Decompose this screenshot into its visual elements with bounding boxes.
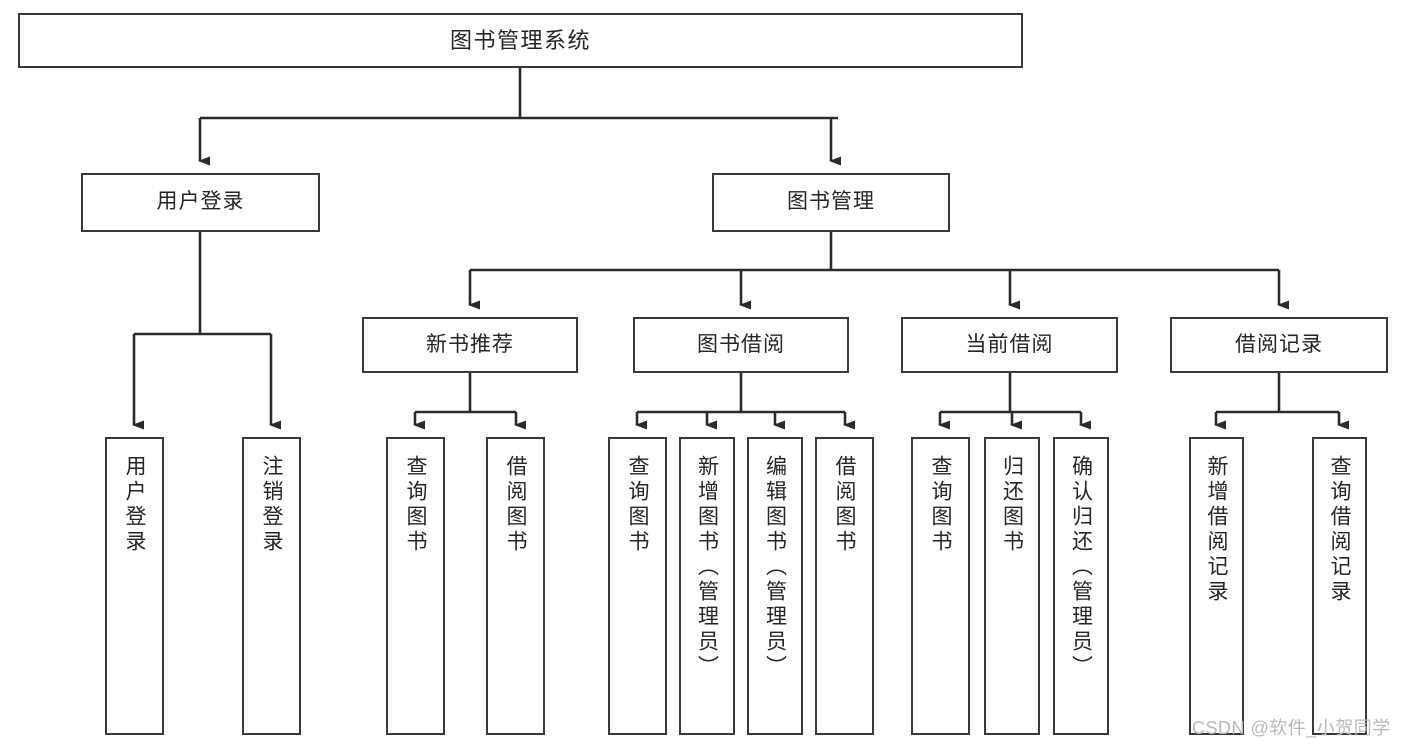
node-borrow-record[interactable]: 借阅记录 (1170, 317, 1388, 373)
node-leaf-borrow-book-1[interactable]: 借阅图书 (486, 437, 545, 735)
node-leaf-query-book-1-label: 查询图书 (404, 455, 427, 555)
node-leaf-user-logout[interactable]: 注销登录 (242, 437, 301, 735)
node-leaf-borrow-book-2-label: 借阅图书 (833, 455, 856, 555)
node-user-login-label: 用户登录 (156, 190, 245, 214)
node-leaf-query-record[interactable]: 查询借阅记录 (1312, 437, 1367, 735)
node-leaf-query-book-3-label: 查询图书 (929, 455, 952, 555)
node-current-borrow-label: 当前借阅 (965, 332, 1054, 356)
node-current-borrow[interactable]: 当前借阅 (901, 317, 1118, 373)
node-borrow-record-label: 借阅记录 (1235, 332, 1323, 356)
node-book-borrow-label: 图书借阅 (697, 332, 785, 356)
node-leaf-confirm-return-label: 确认归还（管理员） (1069, 455, 1093, 680)
node-book-manage[interactable]: 图书管理 (712, 173, 950, 232)
node-leaf-add-book[interactable]: 新增图书（管理员） (679, 437, 735, 735)
node-leaf-confirm-return[interactable]: 确认归还（管理员） (1053, 437, 1109, 735)
node-leaf-edit-book[interactable]: 编辑图书（管理员） (747, 437, 803, 735)
node-leaf-return-book-label: 归还图书 (1000, 455, 1024, 555)
node-leaf-return-book[interactable]: 归还图书 (984, 437, 1040, 735)
watermark: CSDN @软件_小贺同学 (1192, 718, 1391, 738)
node-leaf-query-book-2[interactable]: 查询图书 (608, 437, 667, 735)
node-leaf-user-login-label: 用户登录 (123, 455, 146, 555)
node-leaf-edit-book-label: 编辑图书（管理员） (763, 455, 787, 680)
node-new-book-recommend[interactable]: 新书推荐 (362, 317, 578, 373)
node-leaf-borrow-book-2[interactable]: 借阅图书 (815, 437, 874, 735)
node-leaf-user-logout-label: 注销登录 (260, 455, 283, 555)
node-root[interactable]: 图书管理系统 (18, 13, 1023, 68)
node-leaf-query-book-1[interactable]: 查询图书 (386, 437, 445, 735)
node-leaf-query-book-2-label: 查询图书 (626, 455, 649, 555)
node-leaf-query-book-3[interactable]: 查询图书 (911, 437, 970, 735)
node-leaf-add-record[interactable]: 新增借阅记录 (1189, 437, 1244, 735)
node-user-login[interactable]: 用户登录 (81, 173, 320, 232)
node-root-label: 图书管理系统 (449, 27, 591, 53)
node-book-manage-label: 图书管理 (787, 190, 875, 214)
node-book-borrow[interactable]: 图书借阅 (633, 317, 849, 373)
node-new-book-recommend-label: 新书推荐 (426, 332, 514, 356)
node-leaf-query-record-label: 查询借阅记录 (1328, 455, 1351, 605)
node-leaf-add-record-label: 新增借阅记录 (1205, 455, 1228, 605)
node-leaf-add-book-label: 新增图书（管理员） (695, 455, 719, 680)
node-leaf-borrow-book-1-label: 借阅图书 (504, 455, 527, 555)
node-leaf-user-login[interactable]: 用户登录 (105, 437, 164, 735)
